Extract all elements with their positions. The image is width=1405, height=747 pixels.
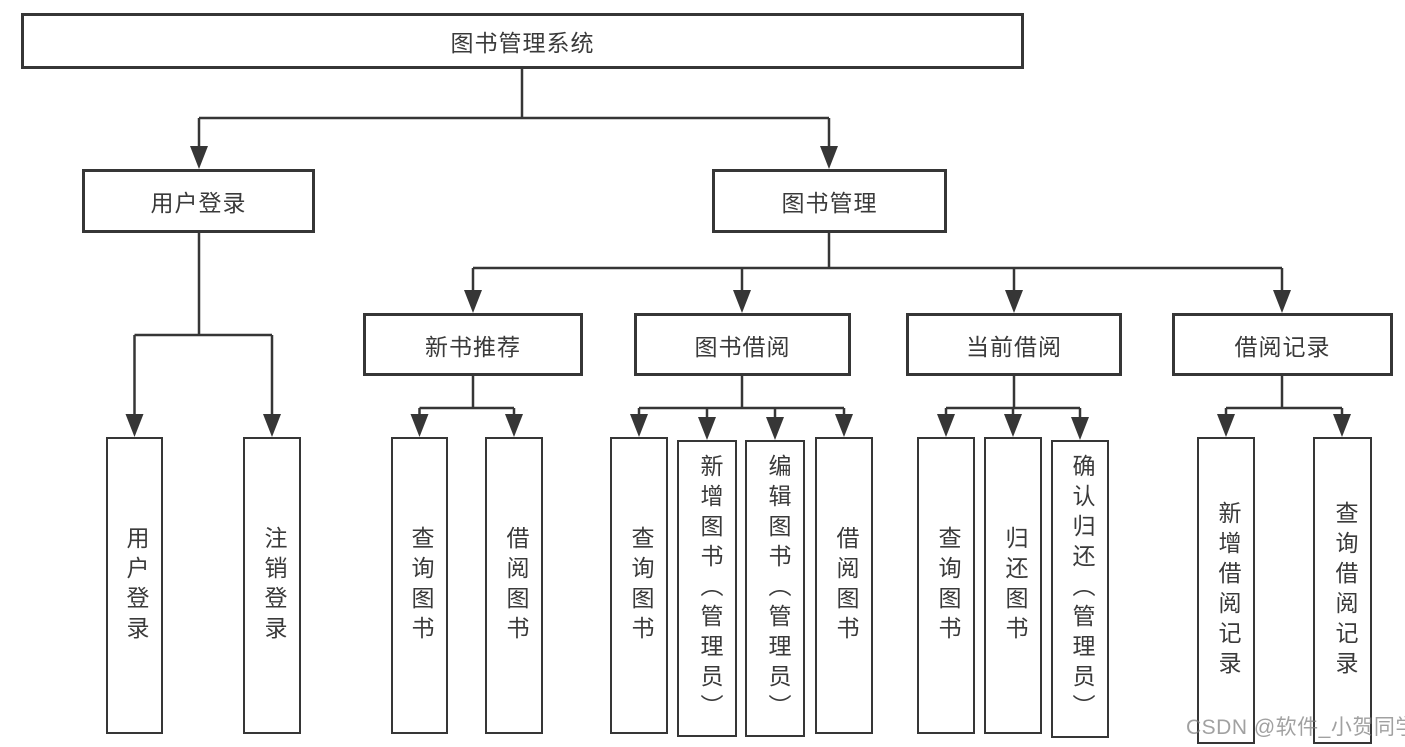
leaf-borrow-borrow-books: 借阅图书: [815, 437, 873, 734]
connector-borrow-records: [1224, 376, 1344, 420]
leaf-current-query-books: 查询图书: [917, 437, 975, 734]
leaf-user-login: 用户登录: [106, 437, 163, 734]
leaf-current-return-books: 归还图书: [984, 437, 1042, 734]
connector-book-management: [471, 233, 1284, 292]
node-book-borrow: 图书借阅: [634, 313, 851, 376]
node-root: 图书管理系统: [21, 13, 1024, 69]
node-new-book-recommend: 新书推荐: [363, 313, 583, 376]
leaf-current-confirm-return-admin: 确认归还（管理员）: [1051, 440, 1109, 738]
node-user-login: 用户登录: [82, 169, 315, 233]
watermark: CSDN @软件_小贺同学: [1186, 716, 1405, 739]
connector-user-login: [133, 233, 274, 418]
leaf-records-query-record: 查询借阅记录: [1313, 437, 1372, 744]
leaf-recommend-query-books: 查询图书: [391, 437, 448, 734]
leaf-recommend-borrow-books: 借阅图书: [485, 437, 543, 734]
connector-book-borrow: [637, 376, 846, 422]
node-book-management: 图书管理: [712, 169, 947, 233]
leaf-borrow-add-books-admin: 新增图书（管理员）: [677, 440, 737, 737]
leaf-logout: 注销登录: [243, 437, 301, 734]
connector-root: [197, 69, 831, 150]
node-borrow-records: 借阅记录: [1172, 313, 1393, 376]
leaf-borrow-edit-books-admin: 编辑图书（管理员）: [745, 440, 805, 737]
leaf-records-add-record: 新增借阅记录: [1197, 437, 1255, 744]
leaf-borrow-query-books: 查询图书: [610, 437, 668, 734]
arrowheads: [125, 146, 1351, 440]
connector-new-book-recommend: [418, 376, 516, 420]
node-current-borrow: 当前借阅: [906, 313, 1122, 376]
